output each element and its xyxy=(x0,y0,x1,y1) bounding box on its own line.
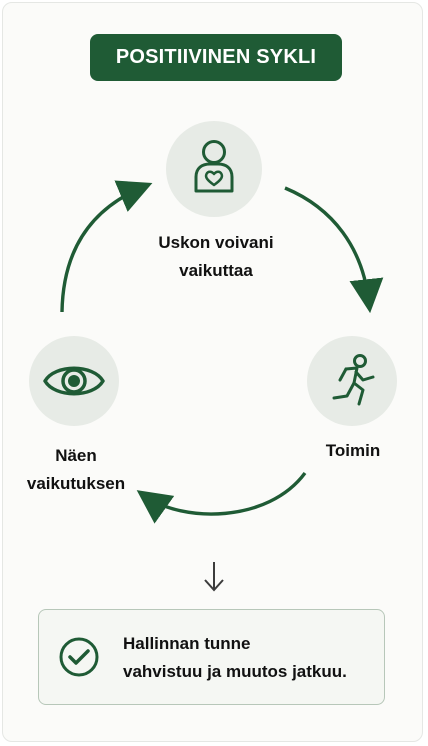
result-text-line2: vahvistuu ja muutos jatkuu. xyxy=(123,662,347,681)
down-arrow-icon xyxy=(204,562,224,592)
node-see-label-line1: Näen xyxy=(55,446,97,465)
cycle-card: POSITIIVINEN SYKLI Uskon voivani vaikut xyxy=(2,2,423,742)
cycle-arrows xyxy=(60,180,384,592)
node-believe-label-line2: vaikuttaa xyxy=(179,261,253,280)
result-text: Hallinnan tunne vahvistuu ja muutos jatk… xyxy=(123,630,378,686)
node-act-label: Toimin xyxy=(305,437,401,465)
arrow-top-to-right xyxy=(284,186,384,314)
node-believe-label-line1: Uskon voivani xyxy=(158,233,274,252)
node-see-label-line2: vaikutuksen xyxy=(26,474,126,493)
arrow-right-to-left xyxy=(136,471,307,524)
node-see-label: Näen vaikutuksen xyxy=(15,442,137,498)
node-believe-circle xyxy=(166,121,262,217)
running-person-icon xyxy=(332,354,375,406)
title-badge: POSITIIVINEN SYKLI xyxy=(90,34,342,81)
person-heart-icon xyxy=(194,140,234,193)
checkmark-circle-icon xyxy=(59,637,99,677)
node-believe-label: Uskon voivani vaikuttaa xyxy=(131,229,301,285)
node-see-circle xyxy=(29,336,119,426)
node-act-circle xyxy=(307,336,397,426)
title-text: POSITIIVINEN SYKLI xyxy=(115,46,317,68)
result-text-line1: Hallinnan tunne xyxy=(123,634,251,653)
result-box: Hallinnan tunne vahvistuu ja muutos jatk… xyxy=(38,609,385,705)
arrow-left-to-top xyxy=(60,180,153,313)
eye-icon xyxy=(43,366,105,396)
node-act-label-text: Toimin xyxy=(325,441,381,460)
